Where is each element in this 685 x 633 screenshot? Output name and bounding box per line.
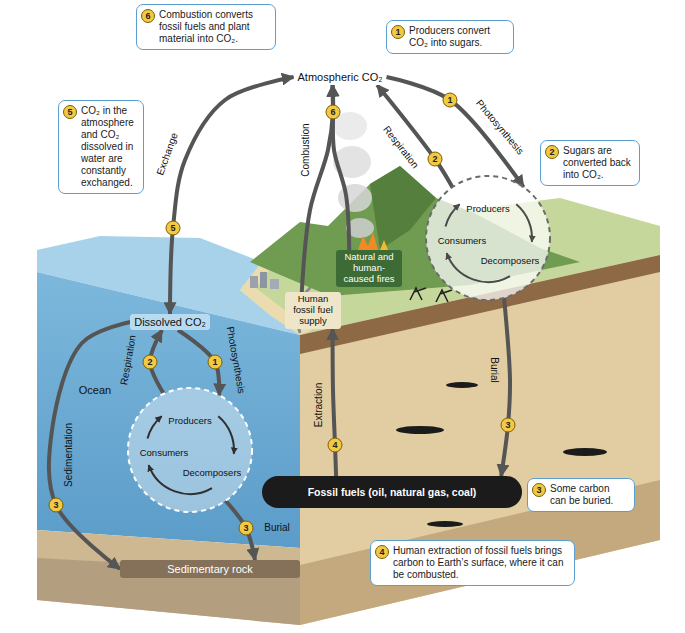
flow-label: Exchange	[154, 131, 180, 177]
fire-flame	[380, 240, 388, 250]
callout-number: 3	[239, 521, 254, 536]
callout-text: CO₂ in the atmosphere and CO₂ dissolved …	[81, 105, 137, 189]
node-label: Atmospheric CO₂	[298, 71, 383, 83]
callout-number: 2	[143, 355, 158, 370]
node-label: Human fossil fuel supply	[289, 294, 337, 327]
flow-label: Photosynthesis	[225, 326, 248, 395]
carbon-pool-box: Atmospheric CO₂	[294, 69, 387, 85]
dashed-circle	[128, 388, 252, 512]
callout-number: 1	[443, 93, 458, 108]
callout-number: 5	[166, 221, 181, 236]
callout-number: 3	[501, 418, 516, 433]
callout-text: Sugars are converted back into CO₂.	[563, 145, 633, 181]
flow-label: Burial	[489, 357, 500, 383]
dashed-circle	[426, 176, 550, 300]
organism-label: Producers	[168, 415, 211, 426]
organism-label: Decomposers	[183, 467, 242, 478]
callout-number: 4	[375, 545, 389, 559]
ocean-water	[37, 272, 300, 548]
flow-label: Burial	[264, 522, 290, 533]
node-label: Sedimentary rock	[124, 563, 296, 575]
callout-number: 1	[391, 25, 405, 39]
building	[260, 272, 267, 288]
flow-label: Sedimentation	[63, 423, 74, 487]
flow-arrow	[226, 501, 255, 560]
callout-number: 4	[328, 438, 343, 453]
callout-box: 1 Producers convert CO₂ into sugars.	[386, 20, 514, 54]
callout-number: 1	[208, 355, 223, 370]
flow-label: Photosynthesis	[474, 97, 526, 156]
callout-number: 2	[428, 152, 443, 167]
callout-number: 2	[545, 145, 559, 159]
node-label: Natural and human-caused fires	[340, 252, 398, 285]
fossil-deposit	[563, 448, 607, 456]
organism-label: Decomposers	[481, 255, 540, 266]
callout-box: 5 CO₂ in the atmosphere and CO₂ dissolved…	[58, 100, 144, 194]
region-label: Ocean	[79, 384, 111, 396]
oil-pump	[410, 288, 426, 300]
flow-arrow	[49, 322, 130, 569]
building	[270, 279, 279, 289]
callout-number: 6	[141, 9, 155, 23]
flow-label: Respiration	[118, 334, 138, 386]
callout-number: 6	[326, 105, 341, 120]
flow-arrow	[170, 77, 294, 314]
cycle-arrow	[516, 204, 532, 242]
flow-label: Extraction	[313, 383, 324, 427]
callout-text: Combustion converts fossil fuels and pla…	[159, 9, 269, 45]
cycle-arrow	[218, 416, 234, 454]
callout-number: 3	[49, 498, 64, 513]
soil-section	[300, 255, 660, 625]
fossil-deposit	[396, 426, 444, 434]
callout-text: Human extraction of fossil fuels brings …	[393, 545, 568, 581]
flow-label: Combustion	[300, 123, 311, 176]
flow-label: Respiration	[381, 124, 421, 171]
node-label: Fossil fuels (oil, natural gas, coal)	[308, 486, 477, 498]
flow-arrow	[501, 298, 510, 476]
food-web-circle: ProducersConsumersDecomposers	[424, 174, 552, 302]
sedimentary-rock-layer	[37, 558, 300, 625]
cycle-arrow	[147, 416, 161, 438]
source-box: Human fossil fuel supply	[285, 292, 341, 329]
source-box: Natural and human-caused fires	[336, 250, 402, 287]
rock-layer-band: Sedimentary rock	[120, 560, 300, 578]
organism-label: Consumers	[140, 447, 189, 458]
callout-text: Some carbon can be buried.	[550, 483, 628, 507]
oil-pump	[436, 290, 452, 302]
callout-box: 6 Combustion converts fossil fuels and pl…	[136, 4, 276, 50]
callout-text: Producers convert CO₂ into sugars.	[409, 25, 507, 49]
callout-number: 5	[63, 105, 77, 119]
node-label: Dissolved CO₂	[134, 316, 206, 328]
fossil-deposit	[427, 521, 463, 527]
callout-box: 2 Sugars are converted back into CO₂.	[540, 140, 640, 186]
organism-label: Consumers	[438, 235, 487, 246]
food-web-circle: ProducersConsumersDecomposers	[126, 386, 254, 514]
callout-box: 3 Some carbon can be buried.	[527, 478, 635, 512]
flow-arrow	[377, 85, 452, 187]
fossil-deposit	[446, 382, 478, 388]
carbon-pool-box: Dissolved CO₂	[130, 314, 210, 330]
callout-number: 3	[532, 483, 546, 497]
building	[250, 276, 258, 288]
fire-flame	[358, 232, 378, 250]
callout-box: 4 Human extraction of fossil fuels brings…	[370, 540, 575, 586]
organism-label: Producers	[466, 203, 509, 214]
flow-arrow	[333, 329, 337, 476]
fossil-fuel-band: Fossil fuels (oil, natural gas, coal)	[262, 476, 522, 508]
seabed-sediment	[37, 530, 300, 625]
cycle-arrow	[445, 204, 459, 226]
